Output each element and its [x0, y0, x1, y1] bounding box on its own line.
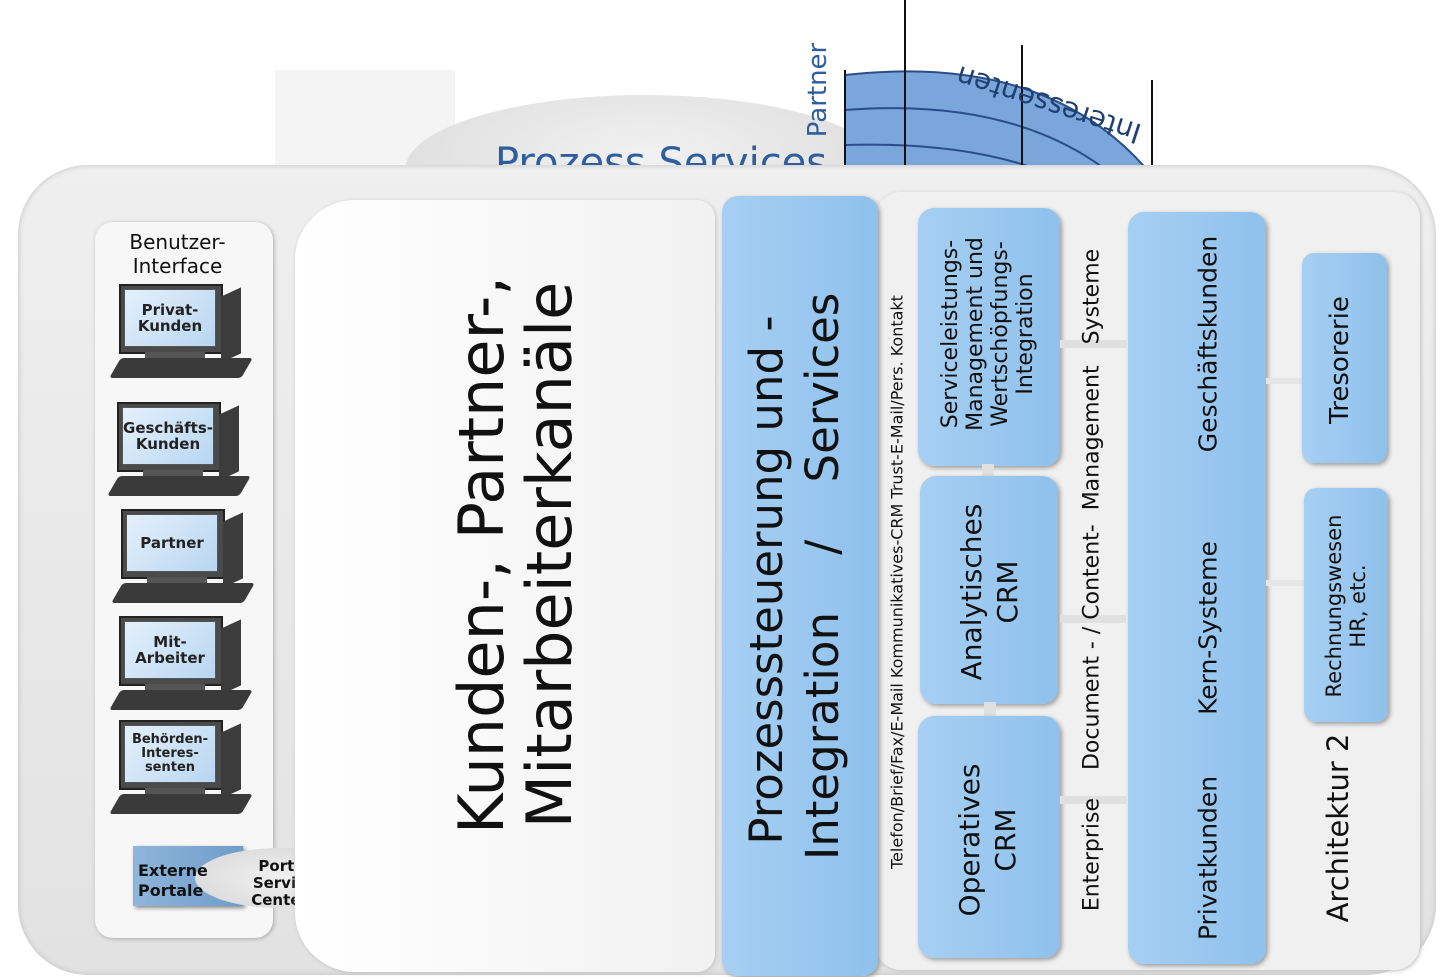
connector: [1060, 615, 1126, 623]
channels-panel: [295, 200, 715, 972]
process-title: Prozesssteuerung und - Integration / Ser…: [739, 292, 849, 860]
terminal-label: Partner: [126, 514, 218, 572]
terminal-mitarbeiter[interactable]: Mit- Arbeiter: [109, 612, 253, 717]
service-management-box[interactable]: [918, 208, 1060, 466]
external-portals-label: Externe Portale: [138, 861, 208, 900]
user-interface-title: Benutzer- Interface: [129, 230, 226, 278]
content-management-label: Enterprise Document - / Content- Managem…: [1079, 248, 1105, 912]
treasury-label: Tresorerie: [1325, 296, 1355, 424]
terminal-label: Behörden- Interes- senten: [124, 725, 216, 783]
connector: [984, 702, 996, 718]
analytical-crm-label: Analytisches CRM: [955, 503, 1024, 681]
core-systems-box[interactable]: [1128, 212, 1266, 964]
terminal-label: Geschäfts- Kunden: [122, 407, 214, 465]
terminal-geschaeftskunden[interactable]: Geschäfts- Kunden: [107, 398, 251, 503]
operative-crm-label: Operatives CRM: [953, 763, 1022, 917]
kern-systeme-label: Kern-Systeme: [1193, 541, 1223, 715]
geschaeftskunden-label: Geschäftskunden: [1193, 235, 1223, 453]
connector: [1266, 378, 1302, 384]
accounting-label: Rechnungswesen HR, etc.: [1322, 514, 1370, 698]
connector: [1060, 796, 1126, 804]
terminal-privatkunden[interactable]: Privat- Kunden: [109, 280, 253, 385]
connector: [1060, 340, 1126, 348]
privatkunden-label: Privatkunden: [1193, 775, 1223, 941]
terminal-partner[interactable]: Partner: [111, 505, 255, 610]
connector: [982, 464, 994, 478]
terminal-behoerden[interactable]: Behörden- Interes- senten: [109, 716, 253, 821]
connector: [1266, 580, 1304, 586]
terminal-label: Privat- Kunden: [124, 289, 216, 347]
communication-label: Telefon/Brief/Fax/E-Mail Kommunikatives-…: [887, 295, 907, 869]
process-control-box[interactable]: [722, 196, 878, 976]
channels-title: Kunden-, Partner-, Mitarbeiterkanäle: [444, 275, 586, 835]
arc-label-partner: Partner: [803, 42, 833, 138]
architecture-label: Architektur 2: [1321, 733, 1355, 923]
terminal-label: Mit- Arbeiter: [124, 621, 216, 679]
operative-crm-box[interactable]: [918, 716, 1060, 958]
analytical-crm-box[interactable]: [920, 476, 1058, 704]
process-arc: [840, 0, 1440, 168]
accounting-box[interactable]: [1304, 488, 1388, 722]
treasury-box[interactable]: [1302, 253, 1387, 463]
service-management-label: Serviceleistungs- Management und Wertsch…: [938, 237, 1038, 431]
